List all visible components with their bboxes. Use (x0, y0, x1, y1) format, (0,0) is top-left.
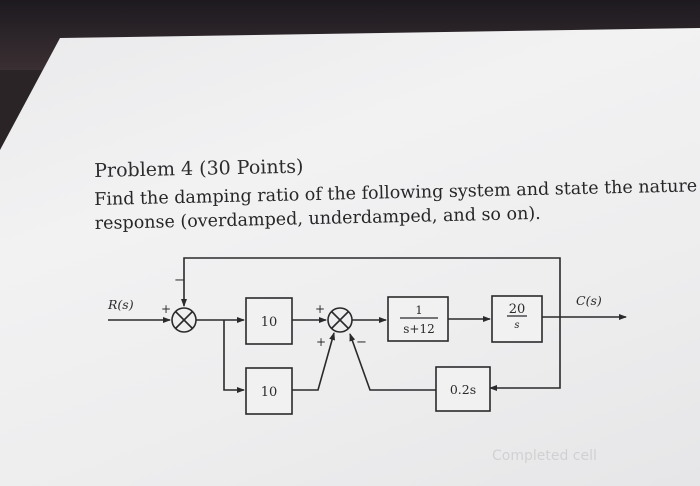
gain-block-bottom (245, 367, 293, 415)
sum2-forward-sign: + (315, 302, 325, 316)
integrator-denominator: s (514, 320, 519, 331)
gain-block-top (245, 297, 293, 345)
sum1-input-sign: + (161, 302, 171, 316)
summing-junction-2 (327, 307, 353, 333)
plant-numerator: 1 (415, 303, 422, 317)
output-label: C(s) (576, 293, 602, 308)
inner-feedback-path (489, 317, 561, 391)
feedback-block (435, 366, 491, 412)
branch-to-gain-bottom (223, 320, 245, 393)
plant-block (387, 296, 449, 342)
integrator-numerator: 20 (509, 302, 526, 317)
sum2-feedback-sign: − (356, 335, 367, 350)
outer-feedback-loop (181, 257, 561, 317)
gain-top-value: 10 (261, 315, 278, 330)
sum1-feedback-sign: − (174, 273, 185, 288)
integrator-block (491, 295, 543, 343)
summing-junction-1 (171, 307, 197, 333)
sum2-lower-sign: + (316, 335, 326, 349)
plant-denominator: s+12 (403, 322, 434, 336)
feedback-0.2s-to-sum2 (349, 333, 436, 391)
gain-bottom-to-sum2 (292, 332, 335, 391)
feedback-block-value: 0.2s (450, 382, 476, 397)
watermark-text: Completed cell (492, 448, 597, 464)
gain-bottom-value: 10 (261, 385, 278, 400)
input-label: R(s) (107, 297, 134, 312)
